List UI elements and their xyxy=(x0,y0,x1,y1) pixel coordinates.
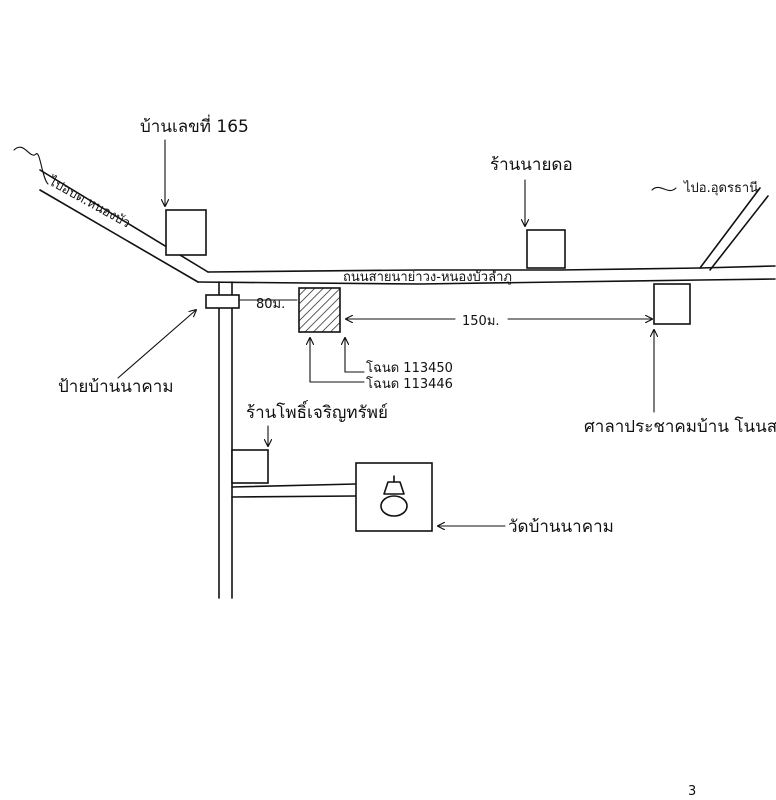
hatched-plot-icon xyxy=(298,287,341,333)
road-right-branch-a xyxy=(699,187,761,269)
pavilion-label: ศาลาประชาคมบ้าน โนนสวรรค์ xyxy=(584,416,776,437)
temple-lane-bottom xyxy=(231,495,357,498)
shop-top-label: ร้านนายดอ xyxy=(490,155,573,175)
sign-arrow xyxy=(117,310,196,379)
to-udon-label: ไปอ.อุดรธานี xyxy=(683,180,758,196)
main-road-top-edge xyxy=(207,265,776,273)
main-road-bottom-edge xyxy=(197,278,776,285)
sign-label: ป้ายบ้านนาคาม xyxy=(58,377,174,397)
dist-long-label: 150ม. xyxy=(462,314,500,329)
temple-lane-top xyxy=(231,483,357,488)
bell-stupa-icon xyxy=(380,475,408,517)
shop-top-box xyxy=(526,229,566,269)
road-left-label: ไปอบต.หนองบัว xyxy=(45,173,133,231)
plot-a-label: โฉนด 113450 xyxy=(366,360,453,376)
shop-mid-box xyxy=(231,449,269,484)
to-udon-squiggle xyxy=(651,186,677,192)
temple-box xyxy=(355,462,433,532)
pavilion-box xyxy=(653,283,691,325)
road-left-diagonal-edge xyxy=(39,189,199,283)
house-165-box xyxy=(165,209,207,256)
sign-box xyxy=(205,294,240,309)
temple-label: วัดบ้านนาคาม xyxy=(508,517,614,537)
road-right-branch-b xyxy=(709,195,769,271)
plot-b-label: โฉนด 113446 xyxy=(366,376,453,392)
house-number-label: บ้านเลขที่ 165 xyxy=(140,114,249,137)
road-squiggle-left xyxy=(13,146,49,185)
road-network xyxy=(13,146,776,599)
dist-short-label: 80ม. xyxy=(256,297,285,312)
main-road-label: ถนนสายนาย่าวง-หนองบัวลำภู xyxy=(343,270,512,285)
shop-mid-label: ร้านโพธิ์เจริญทรัพย์ xyxy=(246,400,388,423)
page-number: 3 xyxy=(688,784,696,799)
